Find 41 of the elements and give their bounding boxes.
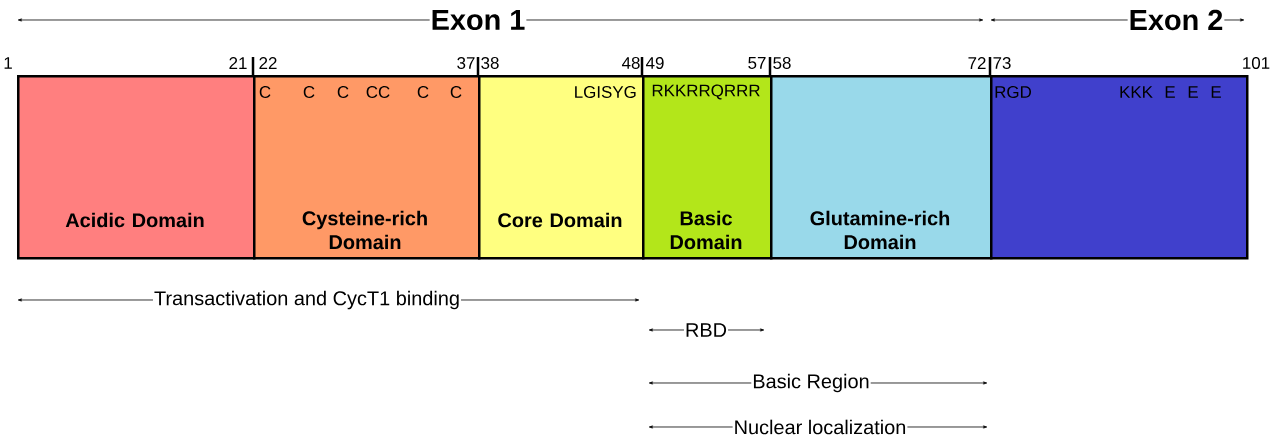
position-number: 37 <box>457 57 475 69</box>
position-number: 58 <box>773 57 791 69</box>
span-label: Basic Region <box>751 372 871 394</box>
domain-box <box>476 57 645 260</box>
position-number: 38 <box>481 57 499 69</box>
position-number: 73 <box>993 57 1011 69</box>
residue-label: E <box>1165 86 1175 98</box>
position-number: 101 <box>1243 57 1270 69</box>
domain-box <box>640 57 773 260</box>
span-label: Exon 1 <box>429 8 527 32</box>
residue-label: C <box>450 86 462 98</box>
residue-label: RGD <box>995 86 1031 98</box>
position-number: 72 <box>968 57 986 69</box>
span-label: Nuclear localization <box>732 418 908 436</box>
position-number: 1 <box>4 57 12 69</box>
residue-label: C <box>417 86 429 98</box>
domain-box <box>17 75 256 260</box>
residue-label: E <box>1211 86 1221 98</box>
position-number: 49 <box>646 57 664 69</box>
domain-label: Glutamine-rich Domain <box>810 210 950 250</box>
residue-label: E <box>1188 86 1198 98</box>
residue-label: LGISYG <box>575 86 636 98</box>
domain-label: Acidic Domain <box>65 212 204 228</box>
domain-label: Cysteine-rich Domain <box>302 210 427 250</box>
residue-label: KKK <box>1120 86 1153 98</box>
residue-label: CC <box>366 86 390 98</box>
domain-label: Core Domain <box>498 212 622 228</box>
domain-box <box>768 57 993 260</box>
span-label: Exon 2 <box>1127 8 1225 32</box>
position-number: 48 <box>622 57 640 69</box>
span-label: Transactivation and CycT1 binding <box>153 289 462 311</box>
residue-label: C <box>303 86 315 98</box>
span-label: RBD <box>683 322 729 338</box>
domain-label: Basic Domain <box>670 210 742 250</box>
residue-label: C <box>259 86 271 98</box>
position-number: 57 <box>748 57 766 69</box>
residue-label: C <box>337 86 349 98</box>
domain-box <box>251 57 481 260</box>
residue-label: RKKRRQRRR <box>652 84 760 100</box>
position-number: 22 <box>259 57 277 69</box>
position-number: 21 <box>229 57 247 69</box>
